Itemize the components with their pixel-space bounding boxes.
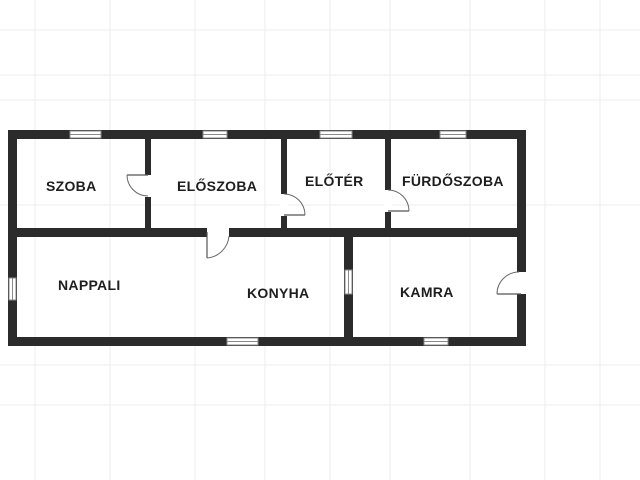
room-label-nappali: NAPPALI: [58, 277, 121, 293]
room-label-eloter: ELŐTÉR: [305, 172, 364, 189]
room-label-szoba: SZOBA: [46, 178, 97, 194]
outer-wall-left: [8, 130, 17, 346]
walls: [8, 130, 526, 346]
windows: [8, 130, 467, 346]
room-label-kamra: KAMRA: [400, 284, 454, 300]
middle-wall: [8, 228, 526, 237]
partition-eloter-furdoszoba: [385, 130, 391, 237]
room-label-eloszoba: ELŐSZOBA: [177, 177, 257, 194]
outer-wall-bottom: [8, 337, 526, 346]
doors: [126, 174, 527, 295]
room-labels: SZOBA ELŐSZOBA ELŐTÉR FÜRDŐSZOBA NAPPALI…: [46, 172, 504, 301]
partition-eloszoba-eloter: [281, 130, 287, 237]
room-label-furdoszoba: FÜRDŐSZOBA: [402, 172, 504, 189]
outer-wall-top: [8, 130, 526, 139]
room-label-konyha: KONYHA: [247, 285, 309, 301]
outer-wall-right: [517, 130, 526, 346]
